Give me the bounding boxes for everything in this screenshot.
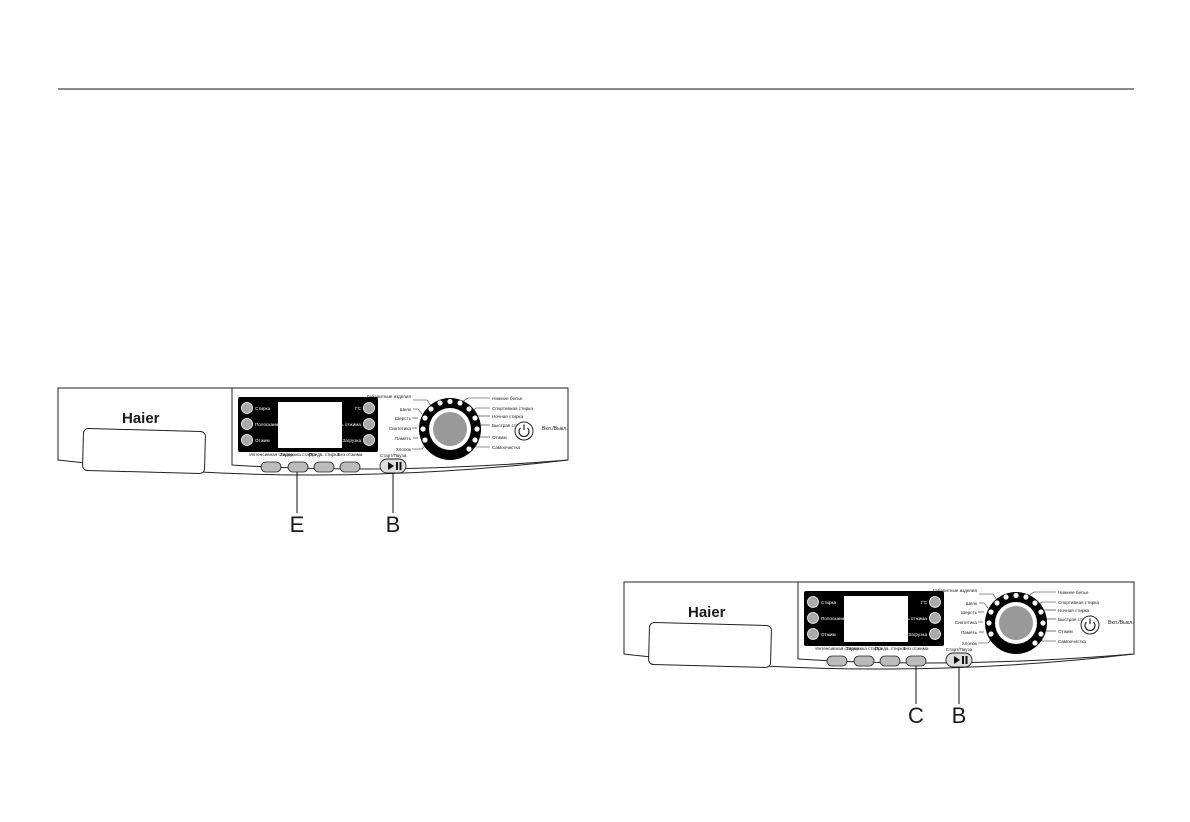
prewash-button[interactable] (879, 655, 901, 667)
program-dial-knob[interactable] (999, 606, 1033, 640)
wash-button[interactable] (241, 402, 253, 414)
program-underwear: Нижнее белье (1058, 590, 1089, 595)
intensive-wash-button[interactable] (826, 655, 848, 667)
dial-indicator-dots (420, 398, 480, 452)
lcd-screen (844, 596, 908, 642)
program-spin: Отжим (1058, 629, 1073, 634)
detergent-drawer-handle (82, 428, 206, 474)
program-bulky: Габаритные изделия (933, 588, 978, 593)
prewash-label: Предв. стирка (309, 452, 340, 457)
spin-speed-label: Скорость отжима (324, 422, 362, 427)
delay-start-label: Задержка старта (280, 452, 317, 457)
temperature-button[interactable] (363, 402, 375, 414)
program-wool: Шерсть (395, 416, 412, 421)
brand-logo: Haier (122, 410, 160, 427)
rinse-button[interactable] (807, 612, 819, 624)
program-self-clean: Самоочистка (1058, 639, 1087, 644)
no-spin-button[interactable] (339, 461, 361, 473)
callout-letter-b: B (386, 512, 401, 537)
callout-letter-c: C (908, 703, 924, 728)
no-spin-label: Без отжима (904, 646, 929, 651)
callout-letter-e: E (290, 512, 305, 537)
brand-logo: Haier (688, 604, 726, 621)
program-quick: Быстрая стирка (492, 423, 526, 428)
spin-label: Отжим (821, 632, 836, 637)
power-icon (1084, 621, 1096, 632)
load-label: Загрузка (908, 632, 927, 637)
power-button[interactable] (1080, 615, 1100, 635)
program-silk: Шелк (966, 601, 978, 606)
delay-start-label: Задержка старта (846, 646, 883, 651)
program-wool: Шерсть (961, 610, 978, 615)
spin-label: Отжим (255, 438, 270, 443)
start-pause-label: Старт/Пауза (946, 647, 973, 652)
program-self-clean: Самоочистка (492, 445, 521, 450)
rinse-label: Полоскание (255, 422, 281, 427)
start-pause-label: Старт/Пауза (380, 453, 407, 458)
control-panel-diagram-1: Haier Стирка Полоскание Отжим t°C Скорос… (56, 386, 576, 546)
program-dial-knob[interactable] (433, 412, 467, 446)
play-pause-icon (388, 462, 402, 470)
wash-button[interactable] (807, 596, 819, 608)
program-cotton: Хлопок (962, 641, 978, 646)
temperature-label: t°C (921, 600, 928, 605)
program-memory: Память (395, 436, 412, 441)
lcd-screen (278, 402, 342, 448)
spin-button[interactable] (807, 628, 819, 640)
program-synthetics: Синтетика (955, 620, 978, 625)
detergent-drawer-handle (648, 622, 772, 668)
intensive-wash-label: Интенсивная стирка (249, 452, 293, 457)
no-spin-button[interactable] (905, 655, 927, 667)
header-rule (58, 88, 1134, 90)
wash-label: Стирка (255, 406, 271, 411)
spin-speed-button[interactable] (929, 612, 941, 624)
delay-start-button[interactable] (287, 461, 309, 473)
temperature-button[interactable] (929, 596, 941, 608)
program-cotton: Хлопок (396, 447, 412, 452)
program-sport: Спортивная стирка (492, 406, 533, 411)
program-quick: Быстрая стирка (1058, 617, 1092, 622)
rinse-label: Полоскание (821, 616, 847, 621)
prewash-label: Предв. стирка (875, 646, 906, 651)
program-underwear: Нижнее белье (492, 396, 523, 401)
wash-label: Стирка (821, 600, 837, 605)
power-label: Вкл./Выкл. (1108, 620, 1134, 626)
power-button[interactable] (514, 421, 534, 441)
delay-start-button[interactable] (853, 655, 875, 667)
program-night: Ночная стирка (1058, 608, 1090, 613)
temperature-label: t°C (355, 406, 362, 411)
prewash-button[interactable] (313, 461, 335, 473)
dial-leader-lines (412, 397, 490, 450)
program-night: Ночная стирка (492, 414, 524, 419)
load-button[interactable] (363, 434, 375, 446)
callout-letter-b: B (952, 703, 967, 728)
no-spin-label: Без отжима (338, 452, 363, 457)
rinse-button[interactable] (241, 418, 253, 430)
program-spin: Отжим (492, 435, 507, 440)
spin-speed-button[interactable] (363, 418, 375, 430)
spin-speed-label: Скорость отжима (890, 616, 928, 621)
intensive-wash-label: Интенсивная стирка (815, 646, 859, 651)
play-pause-icon (954, 656, 968, 664)
control-panel-diagram-2: Haier Стирка Полоскание Отжим t°C Скорос… (622, 580, 1142, 740)
dial-leader-lines (978, 591, 1056, 644)
load-label: Загрузка (342, 438, 361, 443)
spin-button[interactable] (241, 434, 253, 446)
dial-indicator-dots (986, 592, 1046, 646)
program-memory: Память (961, 630, 978, 635)
intensive-wash-button[interactable] (260, 461, 282, 473)
program-sport: Спортивная стирка (1058, 600, 1099, 605)
power-label: Вкл./Выкл. (542, 426, 568, 432)
program-synthetics: Синтетика (389, 426, 412, 431)
program-bulky: Габаритные изделия (367, 394, 412, 399)
power-icon (518, 427, 530, 438)
load-button[interactable] (929, 628, 941, 640)
program-silk: Шелк (400, 407, 412, 412)
